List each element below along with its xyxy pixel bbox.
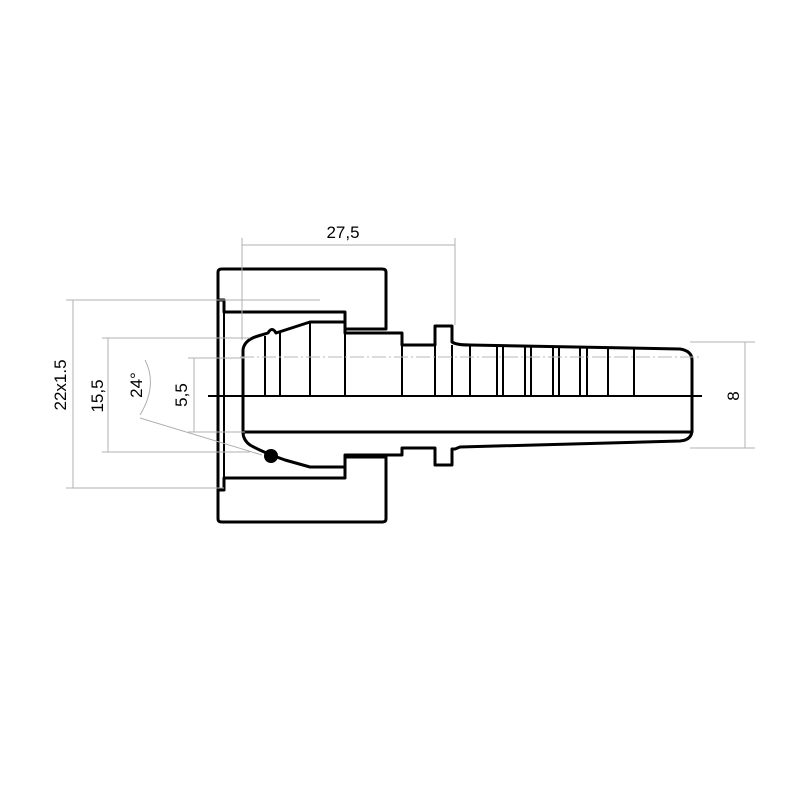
dim-angle: 24°	[127, 359, 263, 456]
dim-seal-label: 15,5	[88, 379, 107, 412]
dim-bore: 5,5	[172, 357, 245, 433]
dim-hose: 8	[690, 341, 755, 449]
o-ring	[264, 449, 278, 463]
nipple-grooves	[264, 322, 635, 396]
dim-length: 27,5	[241, 223, 456, 340]
dim-bore-label: 5,5	[172, 383, 191, 407]
dim-length-label: 27,5	[326, 223, 359, 242]
dim-hose-label: 8	[724, 391, 743, 400]
nipple-upper-profile	[241, 320, 694, 432]
nut-lower-section	[216, 455, 388, 524]
dim-seal: 15,5	[88, 337, 250, 453]
dim-angle-label: 24°	[127, 372, 146, 398]
nut-upper-section	[216, 267, 388, 331]
dim-thread: 22x1.5	[51, 299, 320, 489]
dim-thread-label: 22x1.5	[51, 359, 70, 410]
nipple-lower-section	[241, 428, 694, 469]
